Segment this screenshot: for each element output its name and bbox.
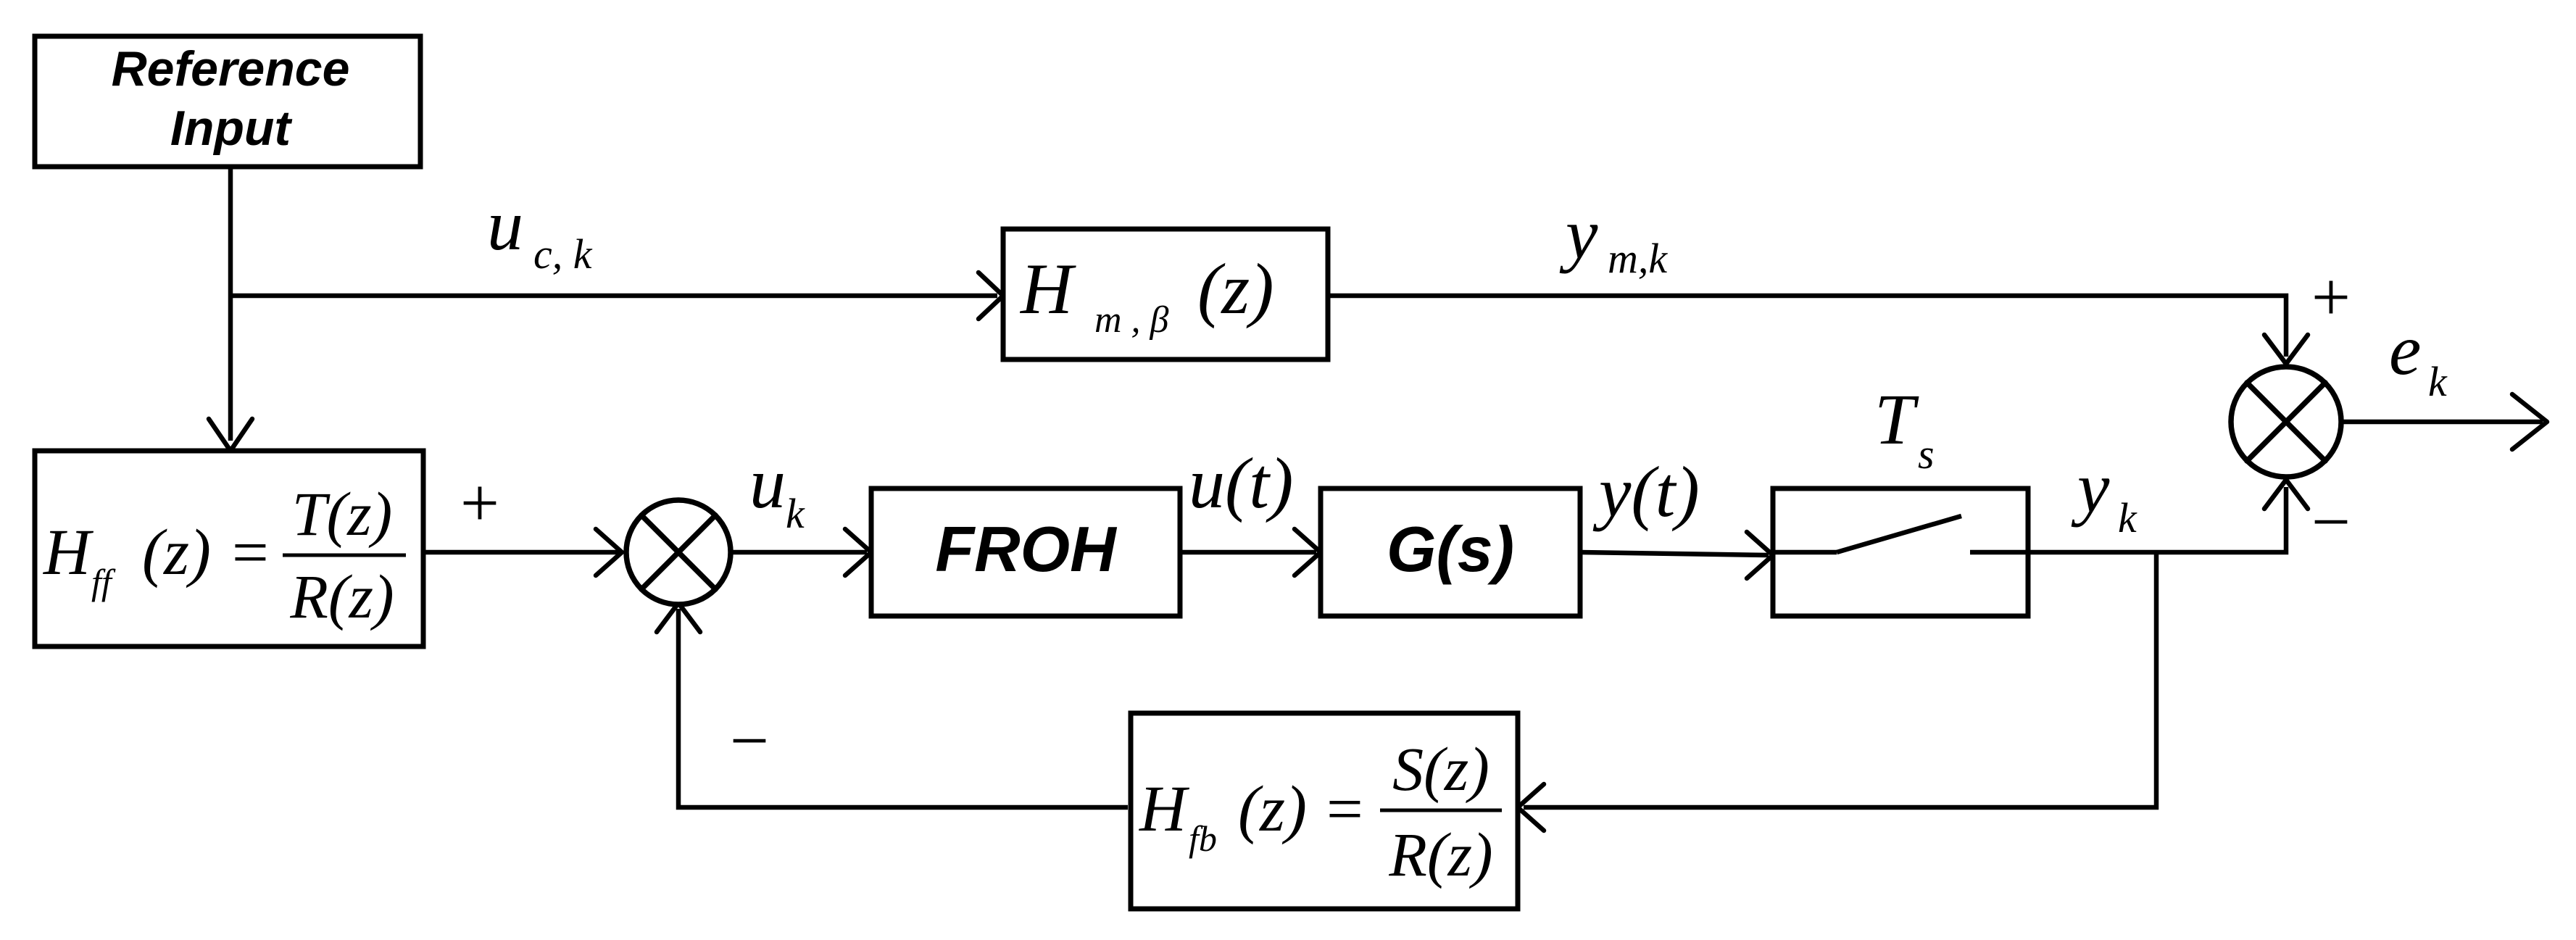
arrowhead-into-sum1 <box>593 526 625 578</box>
feedforward-block: H ff (z) = T(z) R(z) <box>32 448 426 649</box>
sum2-minus-sign: − <box>2311 483 2351 560</box>
sampler-switch-blade <box>1836 513 1962 555</box>
froh-label: FROH <box>935 513 1118 585</box>
signal-uc-main: u <box>487 185 523 265</box>
fb-arg: (z) <box>1238 773 1307 845</box>
model-func: H <box>1019 249 1076 329</box>
arrowhead-into-sum2-top <box>2261 332 2311 367</box>
fb-sub: fb <box>1189 818 1217 859</box>
summing-junction-1 <box>623 497 734 607</box>
ff-equals: = <box>232 517 269 588</box>
ff-func: H <box>43 517 94 588</box>
ff-denominator: R(z) <box>289 562 394 631</box>
fb-func: H <box>1139 773 1190 845</box>
reference-input-line1: Reference <box>112 41 350 96</box>
signal-ym-main: y <box>1559 194 1598 274</box>
line-feedback-down <box>1524 552 2159 810</box>
model-block: H m , β (z) <box>1000 226 1331 362</box>
plant-block: G(s) <box>1318 486 1583 619</box>
line-model-to-sum2 <box>1328 293 2289 357</box>
model-arg: (z) <box>1197 249 1274 329</box>
arrowhead-error-out <box>2509 391 2550 452</box>
line-plant-to-sampler <box>1579 549 1769 558</box>
froh-block: FROH <box>868 486 1183 619</box>
line-sampler-to-sum2 <box>2028 487 2289 555</box>
signal-yk-sub: k <box>2118 494 2137 541</box>
line-feedback-to-sum1 <box>676 609 1128 810</box>
sampler-block <box>1770 486 2031 619</box>
sum1-minus-sign: − <box>730 702 769 779</box>
sampler-label: T <box>1874 379 1919 459</box>
feedback-block: H fb (z) = S(z) R(z) <box>1128 710 1521 912</box>
signal-ym-sub: m,k <box>1608 235 1668 282</box>
summing-junction-2 <box>2228 364 2344 480</box>
signal-ut: u(t) <box>1189 443 1293 523</box>
fb-denominator: R(z) <box>1388 820 1492 889</box>
signal-uk-main: u <box>749 443 786 523</box>
signal-yk-main: y <box>2071 447 2110 528</box>
ff-arg: (z) <box>142 517 211 588</box>
sum2-plus-sign: + <box>2311 258 2351 336</box>
ff-numerator: T(z) <box>292 479 393 549</box>
signal-ek-main: e <box>2389 309 2421 390</box>
signal-ek-sub: k <box>2428 358 2448 405</box>
connection-lines <box>206 167 2550 833</box>
signal-uc-sub: c, k <box>533 230 593 278</box>
reference-input-block: Reference Input <box>32 33 423 170</box>
fb-equals: = <box>1326 773 1363 845</box>
model-sub: m , β <box>1094 299 1169 341</box>
sampler-sub: s <box>1918 431 1935 478</box>
sum1-plus-sign: + <box>460 464 499 541</box>
plant-label: G(s) <box>1387 513 1514 585</box>
reference-input-line2: Input <box>170 101 293 156</box>
signal-uk-sub: k <box>786 490 805 537</box>
signal-yt: y(t) <box>1592 452 1700 532</box>
arrowhead-into-sum2-bottom <box>2261 477 2311 512</box>
fb-numerator: S(z) <box>1392 734 1489 804</box>
